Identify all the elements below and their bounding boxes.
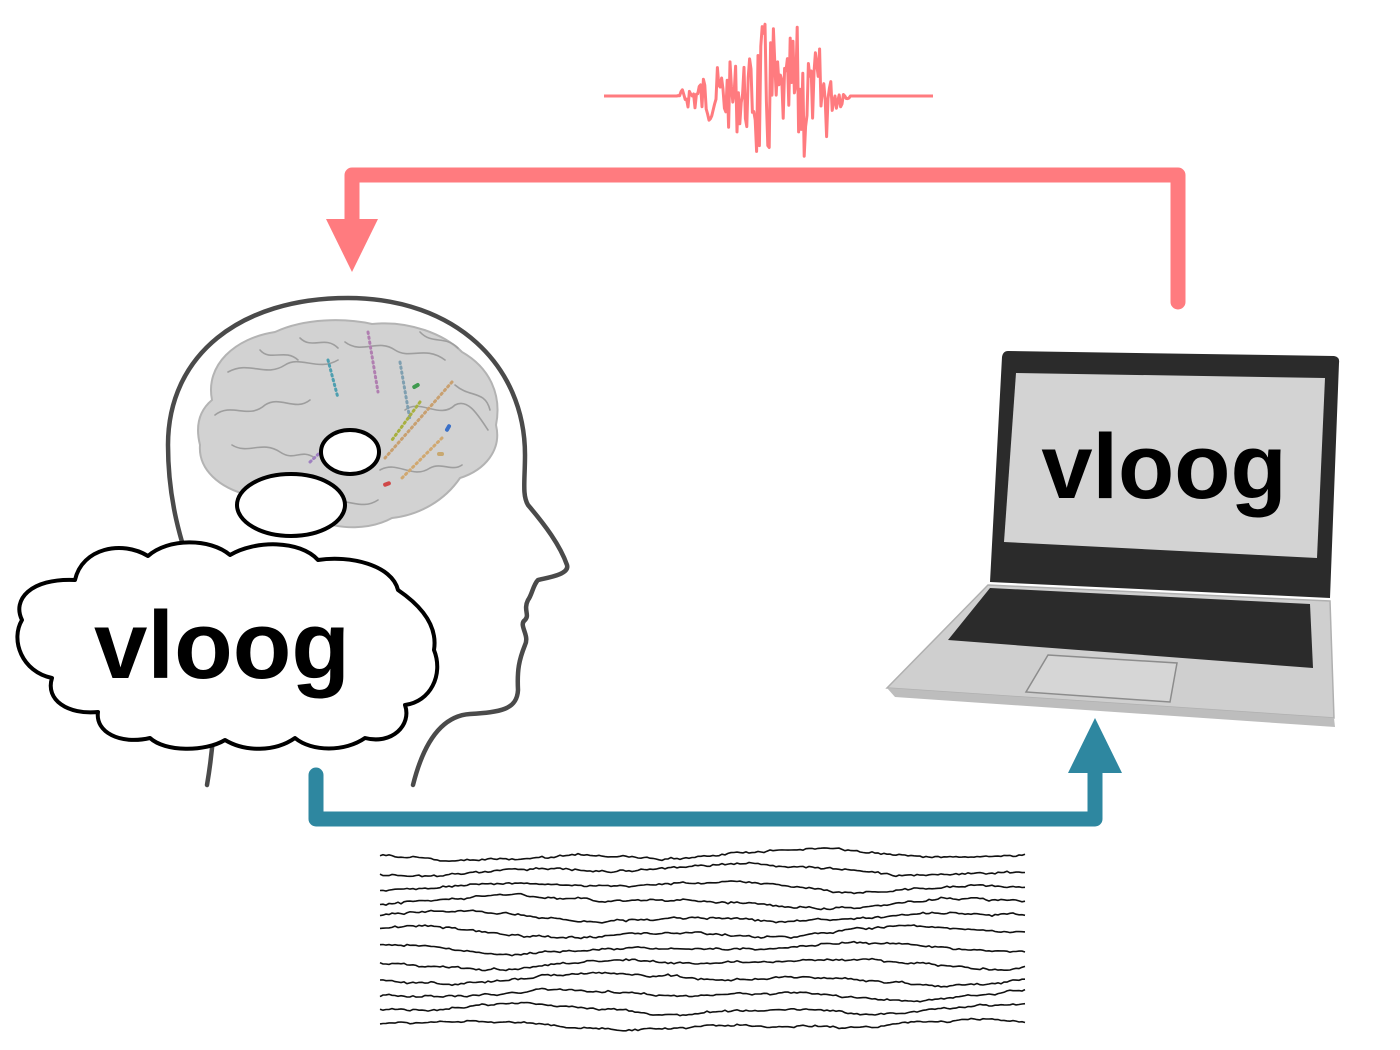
neural-trace [379, 1001, 1026, 1017]
thought-bubble-medium [235, 472, 347, 538]
laptop-base-edge [887, 688, 1335, 727]
audio-feedback-arrowhead [326, 219, 378, 272]
neural-trace [379, 971, 1025, 988]
neural-signal-arrow [308, 718, 1122, 827]
laptop-screen-word: vloog [1041, 416, 1286, 518]
audio-feedback-arrow [326, 167, 1186, 310]
neural-signal-line [308, 762, 1103, 827]
neural-trace [379, 924, 1026, 940]
neural-trace [379, 987, 1026, 1003]
laptop-keyboard [948, 588, 1313, 668]
neural-trace [379, 909, 1026, 924]
neural-trace [379, 861, 1026, 878]
neural-trace [379, 940, 1026, 957]
audio-waveform-icon [603, 22, 934, 158]
head-silhouette-icon [165, 295, 570, 788]
laptop-icon: vloog [885, 351, 1340, 727]
neural-traces-icon [379, 847, 1026, 1032]
neural-trace [379, 1017, 1026, 1032]
thought-cloud [15, 540, 440, 751]
thought-bubble-small [319, 428, 381, 476]
neural-signal-arrowhead [1068, 718, 1122, 773]
laptop-touchpad [1024, 654, 1178, 703]
neural-trace [379, 957, 1026, 972]
thought-word: vloog [94, 592, 350, 699]
electrode-markers [383, 383, 451, 487]
neural-trace [379, 880, 1026, 895]
laptop-screen [1004, 373, 1325, 558]
neural-trace [379, 892, 1026, 911]
neural-trace [379, 847, 1026, 863]
audio-feedback-line [344, 167, 1186, 310]
